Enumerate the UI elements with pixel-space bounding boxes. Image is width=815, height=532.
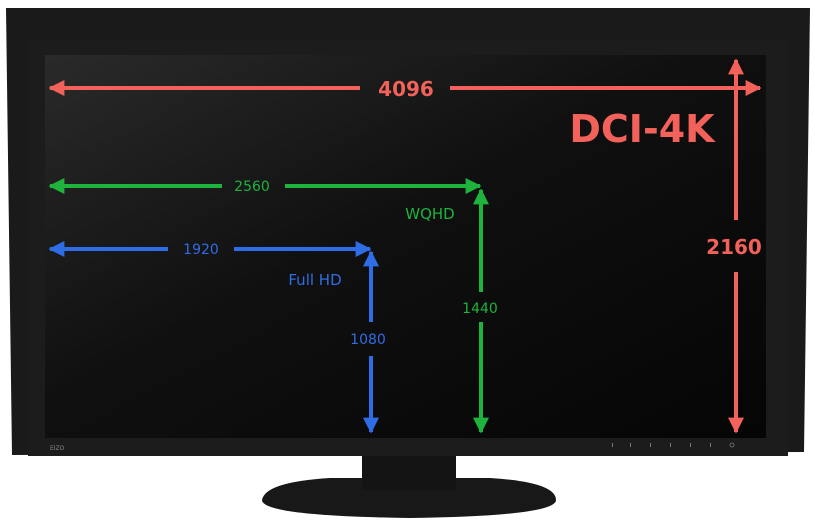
stand-base [262,478,556,518]
wqhd-width-label: 2560 [234,179,270,195]
brand-logo: EIZO [50,445,65,452]
wqhd-height-label: 1440 [462,301,498,317]
dci4k-height-label: 2160 [706,235,762,259]
stand-neck [362,450,456,490]
dci4k-width-label: 4096 [378,77,434,101]
fullhd-name: Full HD [288,271,341,289]
screen [45,55,766,438]
fullhd-height-label: 1080 [350,332,386,348]
fullhd-width-label: 1920 [183,242,219,258]
front-buttons[interactable] [612,442,735,448]
wqhd-name: WQHD [405,205,454,223]
dci4k-name: DCI-4K [569,107,716,151]
